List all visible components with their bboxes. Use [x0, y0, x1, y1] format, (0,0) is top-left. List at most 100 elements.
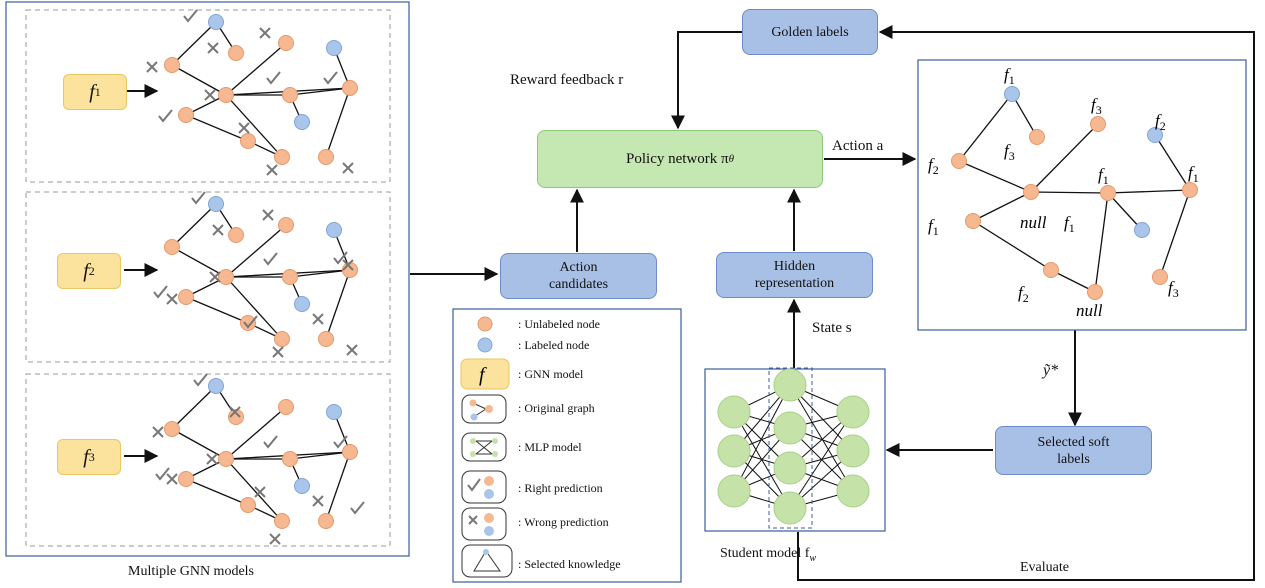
mlp-neuron: [717, 395, 751, 429]
labeled-node-icon: [477, 337, 493, 353]
result-node-label: f3: [1091, 95, 1102, 117]
check-mark-icon: [158, 109, 173, 123]
original-graph-node: [485, 405, 493, 413]
student-mlp: [717, 367, 870, 529]
result-node-label-sub: 1: [1103, 173, 1109, 187]
result-edge: [958, 93, 1013, 162]
labeled-node: [326, 40, 342, 56]
legend-unlabeled-node: : Unlabeled node: [518, 317, 600, 331]
cross-mark-icon: [204, 89, 216, 101]
cross-mark-icon: [229, 406, 241, 418]
gnn-subpanel-2: [25, 191, 391, 363]
gnn-prediction-graphs: [146, 9, 365, 545]
labeled-node: [1134, 222, 1150, 238]
unlabeled-node: [1182, 182, 1198, 198]
result-node-label: f3: [1004, 141, 1015, 163]
graph-edge: [225, 406, 287, 460]
cross-mark-icon: [312, 495, 324, 507]
legend-frame: [452, 308, 682, 583]
gnn-model-f1-sub: 1: [94, 84, 101, 99]
legend-gnn-model: : GNN model: [518, 367, 584, 381]
unlabeled-node: [218, 87, 234, 103]
check-mark-icon: [333, 435, 348, 449]
original-graph-icon: [461, 394, 507, 424]
check-mark-icon: [153, 285, 168, 299]
unlabeled-node: [282, 87, 298, 103]
unlabeled-node-icon: [477, 316, 493, 332]
result-edge: [1154, 134, 1191, 191]
mlp-neuron: [836, 474, 870, 508]
cross-mark-icon: [346, 344, 358, 356]
unlabeled-node: [318, 149, 334, 165]
unlabeled-node: [1029, 129, 1045, 145]
result-node-label: f1: [928, 216, 939, 238]
unlabeled-node: [164, 239, 180, 255]
gnn-model-icon: [460, 358, 510, 390]
result-node-label: f1: [1064, 213, 1075, 235]
reward-feedback-arrow: [671, 31, 742, 130]
mlp-icon-node: [492, 451, 498, 457]
unlabeled-node: [1087, 284, 1103, 300]
gnn-model-f3-symbol: f: [83, 445, 89, 468]
right-prediction-icon: [461, 470, 507, 504]
selected-soft-line1: Selected soft: [1037, 434, 1110, 450]
mlp-icon-node: [470, 451, 476, 457]
graph-edge: [171, 246, 227, 278]
legend-original-graph: : Original graph: [518, 401, 595, 415]
graph-edge: [325, 451, 351, 522]
gnn-model-f2-sub: 2: [88, 263, 95, 278]
graph-edge: [225, 276, 283, 340]
y-star-label: ỹ*: [1043, 362, 1059, 379]
cross-mark-icon: [254, 486, 266, 498]
cross-mark-icon: [238, 122, 250, 134]
cross-mark-icon: [266, 164, 278, 176]
mlp-neuron: [836, 395, 870, 429]
golden-labels-box: Golden labels: [742, 9, 878, 55]
unlabeled-node: [342, 80, 358, 96]
gnn-panel-caption: Multiple GNN models: [128, 564, 254, 579]
check-mark-icon: [467, 478, 481, 492]
mlp-edge: [789, 411, 854, 509]
reward-feedback-label: Reward feedback r: [510, 72, 624, 88]
unlabeled-node: [178, 289, 194, 305]
result-node-label-sub: 1: [1193, 171, 1199, 185]
unlabeled-node: [240, 133, 256, 149]
unlabeled-node: [1090, 116, 1106, 132]
labeled-node: [326, 404, 342, 420]
selected-knowledge-node: [483, 549, 489, 555]
result-node-label-sub: 3: [1096, 103, 1102, 117]
unlabeled-node: [951, 153, 967, 169]
gnn-model-f2-symbol: f: [83, 259, 89, 282]
check-mark-icon: [243, 315, 258, 329]
hidden-representation-line1: Hidden: [773, 259, 816, 274]
mlp-neuron: [773, 451, 807, 485]
check-mark-icon: [155, 467, 170, 481]
result-node-label-sub: 2: [1160, 119, 1166, 133]
result-edge: [1030, 191, 1109, 194]
selected-knowledge-icon: [461, 544, 513, 578]
check-mark-icon: [191, 191, 206, 205]
labeled-node: [208, 14, 224, 30]
cross-mark-icon: [146, 61, 158, 73]
action-candidates-line2: candidates: [548, 277, 609, 292]
result-edge: [972, 220, 1052, 271]
gnn-subpanel-3: [25, 373, 391, 547]
graph-edge: [171, 21, 217, 66]
cross-mark-icon: [262, 209, 274, 221]
cross-mark-icon: [269, 533, 281, 545]
evaluate-loop-arrow: [797, 25, 1255, 581]
cross-mark-icon: [206, 453, 218, 465]
unlabeled-node: [278, 217, 294, 233]
cross-mark-icon: [342, 259, 354, 271]
labeled-node: [1147, 127, 1163, 143]
wrong-prediction-icon: [461, 507, 507, 541]
check-mark-icon: [263, 252, 278, 266]
labeled-node: [208, 196, 224, 212]
evaluate-label: Evaluate: [1020, 560, 1069, 575]
result-node-label: f1: [1098, 165, 1109, 187]
mlp-edge: [789, 384, 854, 492]
unlabeled-node: [240, 497, 256, 513]
